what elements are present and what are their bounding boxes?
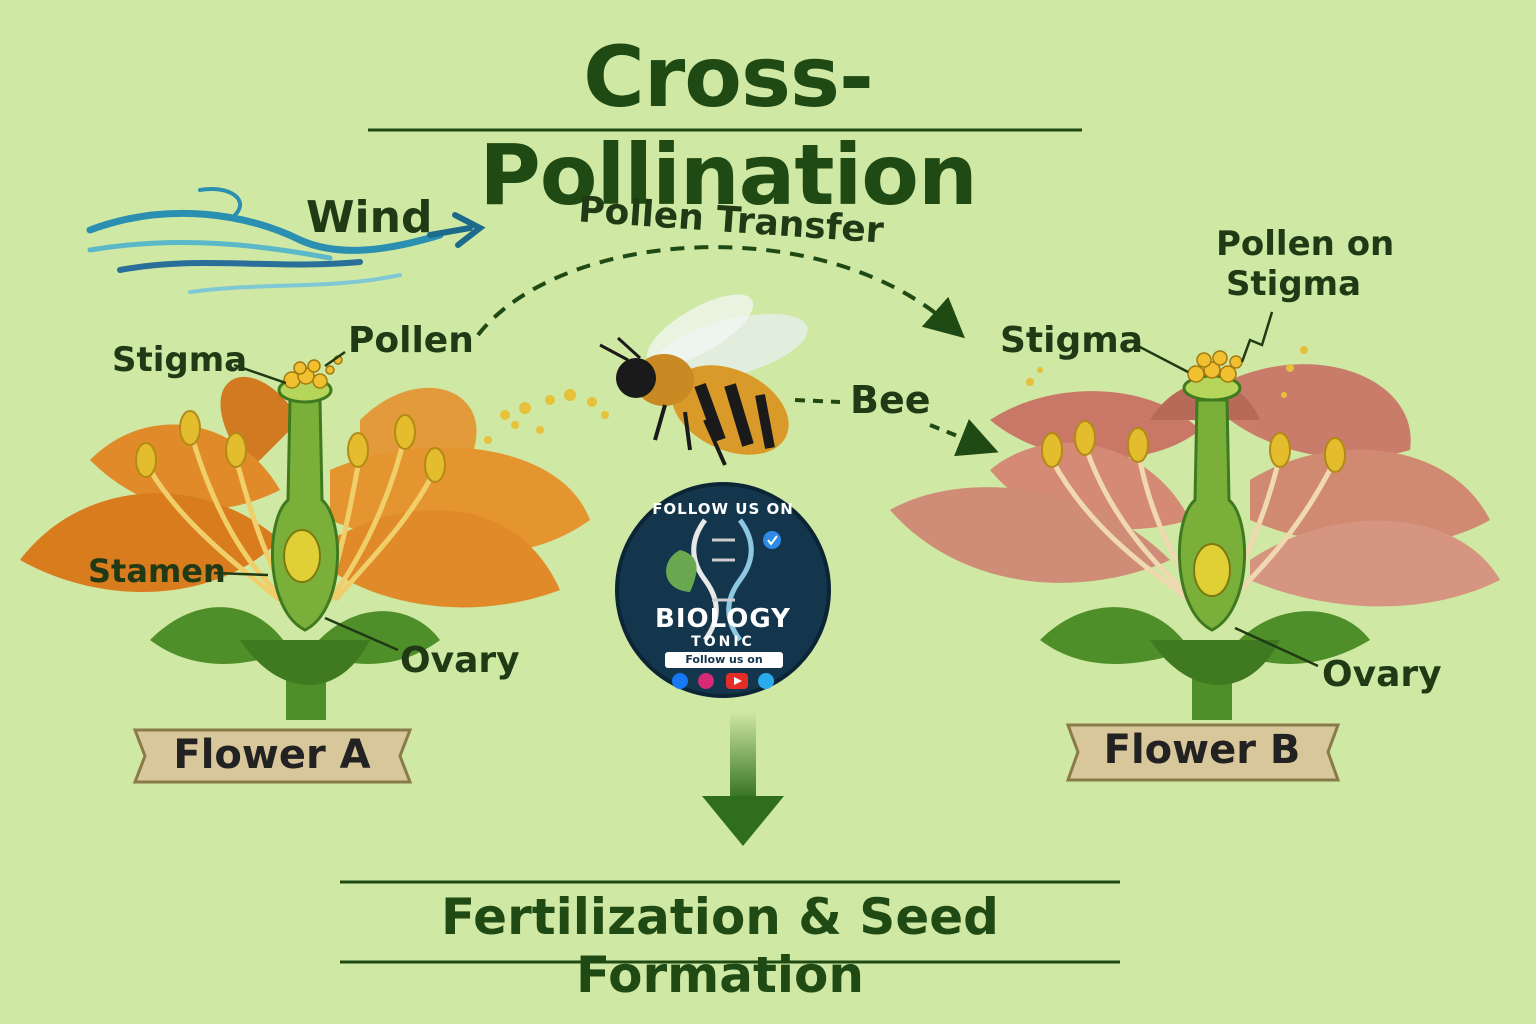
flower-b-title: Flower B — [1103, 727, 1301, 773]
pollen-transfer-arrow — [476, 245, 965, 339]
bee-label: Bee — [850, 378, 931, 422]
bee-arrow-right — [929, 419, 999, 457]
badge-follow-line: Follow us on — [685, 653, 763, 666]
pollen-a-label: Pollen — [348, 320, 474, 361]
flower-a-illustration — [20, 350, 590, 720]
stigma-a-label: Stigma — [112, 340, 248, 380]
flower-b-plaque — [1065, 723, 1341, 782]
flower-a-title: Flower A — [173, 732, 371, 778]
pollen-on-stigma-label: Pollen on Stigma — [1216, 224, 1395, 304]
footer-title: Fertilization & Seed Formation — [441, 888, 999, 1004]
wind-icon — [86, 187, 486, 294]
pollen-trail — [465, 389, 609, 444]
wind-label: Wind — [306, 192, 433, 243]
bee-arrow-left — [794, 398, 841, 404]
badge-brand-line1: BIOLOGY — [655, 604, 791, 634]
bee-icon — [599, 294, 808, 466]
biology-tonic-badge — [615, 482, 831, 698]
down-arrow-icon — [702, 712, 784, 846]
ovary-a-label: Ovary — [400, 640, 520, 681]
pollen-on-stigma-line1: Pollen on — [1216, 224, 1395, 264]
pollen-on-stigma-line2: Stigma — [1225, 264, 1362, 304]
flower-b-illustration — [890, 311, 1500, 720]
flower-a-plaque — [132, 728, 413, 784]
stigma-b-label: Stigma — [1000, 320, 1144, 361]
page-title: Cross-Pollination — [479, 28, 978, 224]
stamen-a-label: Stamen — [88, 552, 226, 590]
badge-follow-text: FOLLOW US ON — [652, 500, 794, 518]
ovary-b-label: Ovary — [1322, 654, 1442, 695]
badge-brand-line2: TONIC — [691, 634, 755, 650]
